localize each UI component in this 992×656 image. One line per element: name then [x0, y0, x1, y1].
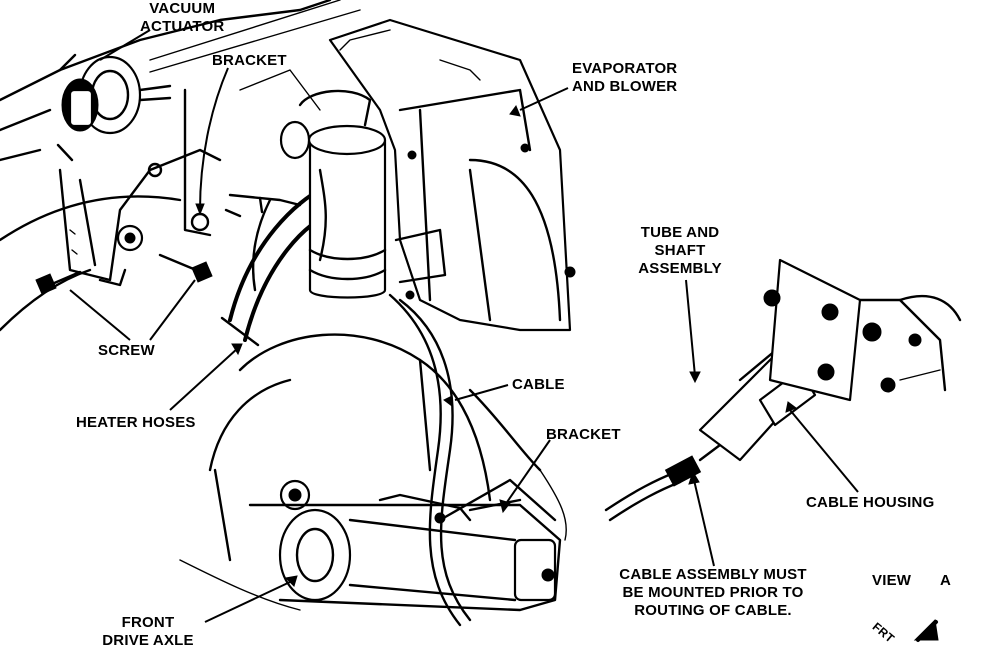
label-bracket-lower: BRACKET: [546, 426, 621, 443]
screws: [35, 253, 213, 295]
label-screw: SCREW: [98, 342, 155, 359]
label-evaporator-blower-line1: EVAPORATOR: [572, 60, 678, 77]
label-tube-shaft-line3: ASSEMBLY: [638, 260, 722, 277]
label-vacuum-actuator-line1: VACUUM: [149, 0, 216, 17]
label-vacuum-actuator: VACUUM ACTUATOR: [140, 0, 224, 36]
label-vacuum-actuator-line2: ACTUATOR: [140, 18, 225, 35]
vacuum-actuator: [56, 53, 172, 162]
front-direction-arrow: [913, 618, 939, 642]
label-front-drive-axle: FRONT DRIVE AXLE: [92, 614, 204, 650]
label-tube-shaft-line1: TUBE AND: [640, 224, 720, 241]
label-cable-note-line1: CABLE ASSEMBLY MUST: [619, 566, 807, 583]
label-cable-housing: CABLE HOUSING: [806, 494, 935, 511]
label-bracket-top: BRACKET: [212, 52, 287, 69]
label-cable-assembly-note: CABLE ASSEMBLY MUST BE MOUNTED PRIOR TO …: [606, 566, 820, 620]
label-front-drive-axle-line1: FRONT: [121, 614, 175, 631]
view-a-detail: [604, 258, 962, 522]
label-front-drive-axle-line2: DRIVE AXLE: [102, 632, 194, 649]
label-tube-shaft-line2: SHAFT: [654, 242, 706, 259]
firewall-outline: [0, 0, 361, 332]
label-view-letter: A: [940, 572, 952, 589]
actuator-bracket: [58, 88, 222, 287]
label-evaporator-blower-line2: AND BLOWER: [572, 78, 678, 95]
label-evaporator-blower: EVAPORATOR AND BLOWER: [572, 60, 677, 96]
axle-housing: [179, 333, 567, 612]
label-tube-shaft-assembly: TUBE AND SHAFT ASSEMBLY: [630, 224, 730, 278]
label-view: VIEW: [872, 572, 912, 589]
accumulator: [279, 89, 387, 299]
label-cable: CABLE: [512, 376, 565, 393]
label-heater-hoses: HEATER HOSES: [76, 414, 196, 431]
label-cable-note-line3: ROUTING OF CABLE.: [634, 602, 792, 619]
evaporator-blower-housing: [328, 18, 576, 332]
lower-bracket: [438, 478, 557, 522]
label-cable-note-line2: BE MOUNTED PRIOR TO: [622, 584, 804, 601]
cable: [388, 293, 472, 627]
leader-lines: [69, 29, 859, 623]
